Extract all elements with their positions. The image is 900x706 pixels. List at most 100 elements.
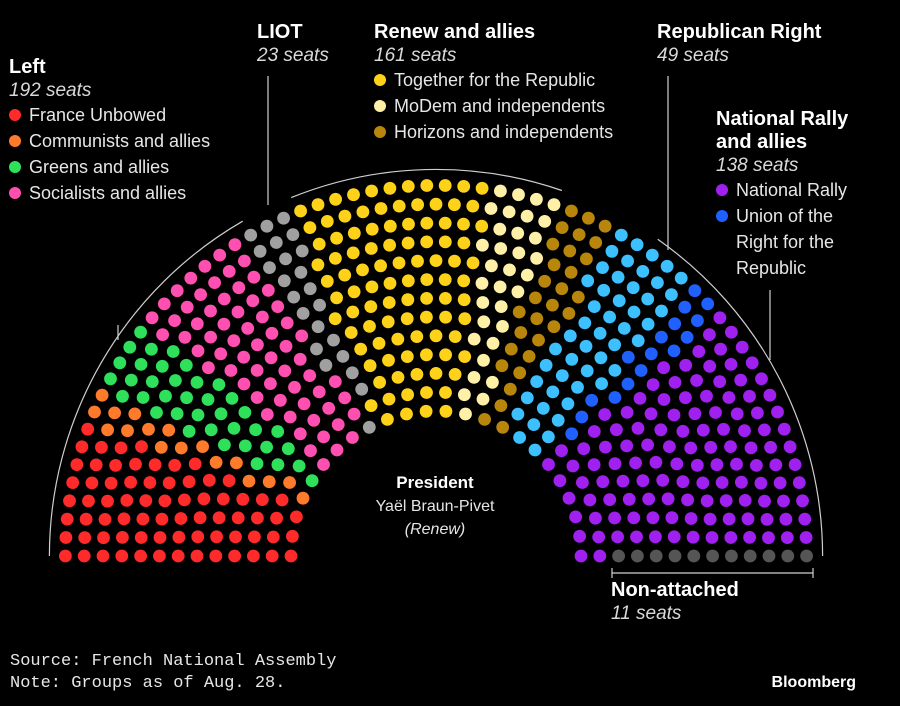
seat	[555, 369, 569, 382]
seat	[280, 316, 294, 330]
seat	[273, 393, 287, 407]
seat	[117, 512, 131, 526]
seat	[81, 422, 95, 436]
seat	[579, 339, 593, 353]
seat	[249, 423, 262, 437]
seat	[190, 549, 204, 563]
seat	[401, 293, 415, 307]
seat	[690, 458, 704, 472]
seat	[457, 274, 471, 288]
seat	[494, 300, 508, 313]
seat	[608, 364, 622, 377]
legend-item: Union of the Right for the Republic	[716, 203, 886, 281]
seat	[401, 274, 415, 288]
seat	[649, 530, 662, 544]
seat	[179, 358, 193, 372]
seat	[503, 382, 517, 396]
seat	[503, 263, 516, 277]
seat	[476, 238, 489, 252]
seat	[237, 350, 251, 364]
seat	[511, 407, 525, 421]
seat	[684, 441, 698, 455]
legend-label: Socialists and allies	[29, 183, 187, 203]
seat	[136, 391, 150, 404]
seat	[485, 259, 498, 273]
seat	[250, 457, 264, 471]
legend-item: France Unbowed	[9, 102, 269, 128]
seat	[661, 492, 675, 506]
seat	[420, 235, 434, 249]
seat	[627, 511, 641, 525]
seat	[621, 377, 635, 391]
seat	[319, 358, 333, 372]
seat	[197, 492, 211, 506]
seat	[264, 351, 278, 365]
seat	[312, 237, 326, 251]
seat	[587, 300, 601, 313]
seat	[115, 549, 129, 563]
seat	[448, 254, 461, 268]
seat	[597, 283, 611, 297]
seat	[769, 458, 783, 472]
seat	[696, 423, 710, 437]
seat	[134, 325, 148, 339]
seat	[512, 305, 526, 319]
seat	[616, 474, 630, 488]
seat	[738, 424, 751, 438]
seat	[691, 314, 704, 327]
seat	[208, 276, 222, 289]
seat	[598, 408, 612, 421]
seat	[392, 199, 406, 213]
seat	[520, 268, 534, 282]
seat	[420, 386, 433, 399]
seat	[217, 292, 231, 306]
seat	[153, 531, 167, 544]
seat	[355, 382, 369, 396]
seat	[743, 549, 757, 563]
seat	[706, 549, 719, 563]
seat	[646, 511, 660, 525]
seat	[655, 330, 668, 344]
seat	[595, 377, 608, 390]
seat	[347, 285, 361, 299]
seat	[714, 342, 727, 356]
seat	[255, 493, 269, 506]
seat	[204, 423, 218, 437]
legend-label-line: Republic	[736, 258, 807, 278]
seat	[512, 188, 525, 202]
seat	[296, 491, 310, 505]
seat	[168, 458, 182, 472]
seat	[277, 211, 290, 225]
legend-swatch	[374, 126, 386, 138]
seat	[286, 529, 299, 543]
seat	[172, 530, 186, 544]
seat	[496, 420, 510, 434]
legend-swatch	[374, 74, 386, 86]
seat	[592, 530, 606, 544]
seat	[194, 288, 208, 301]
seat	[611, 270, 625, 284]
seat	[529, 291, 542, 305]
seat	[329, 192, 342, 206]
seat	[681, 493, 694, 507]
legend-label: Together for the Republic	[394, 70, 596, 90]
seat	[356, 205, 370, 219]
seat	[292, 459, 306, 473]
seat	[565, 427, 579, 441]
seat	[63, 494, 76, 508]
seat	[438, 216, 452, 230]
seat	[715, 476, 729, 489]
seat	[145, 342, 158, 356]
legend-swatch	[9, 109, 21, 121]
seat	[750, 459, 763, 472]
seat	[538, 215, 552, 228]
seat	[229, 530, 242, 544]
seat	[646, 378, 660, 391]
seat	[547, 320, 561, 334]
seat	[317, 458, 330, 471]
seat	[636, 265, 650, 278]
seat	[202, 361, 215, 375]
seat	[603, 493, 617, 506]
seat	[374, 202, 388, 215]
legend-label: Greens and allies	[29, 157, 170, 177]
